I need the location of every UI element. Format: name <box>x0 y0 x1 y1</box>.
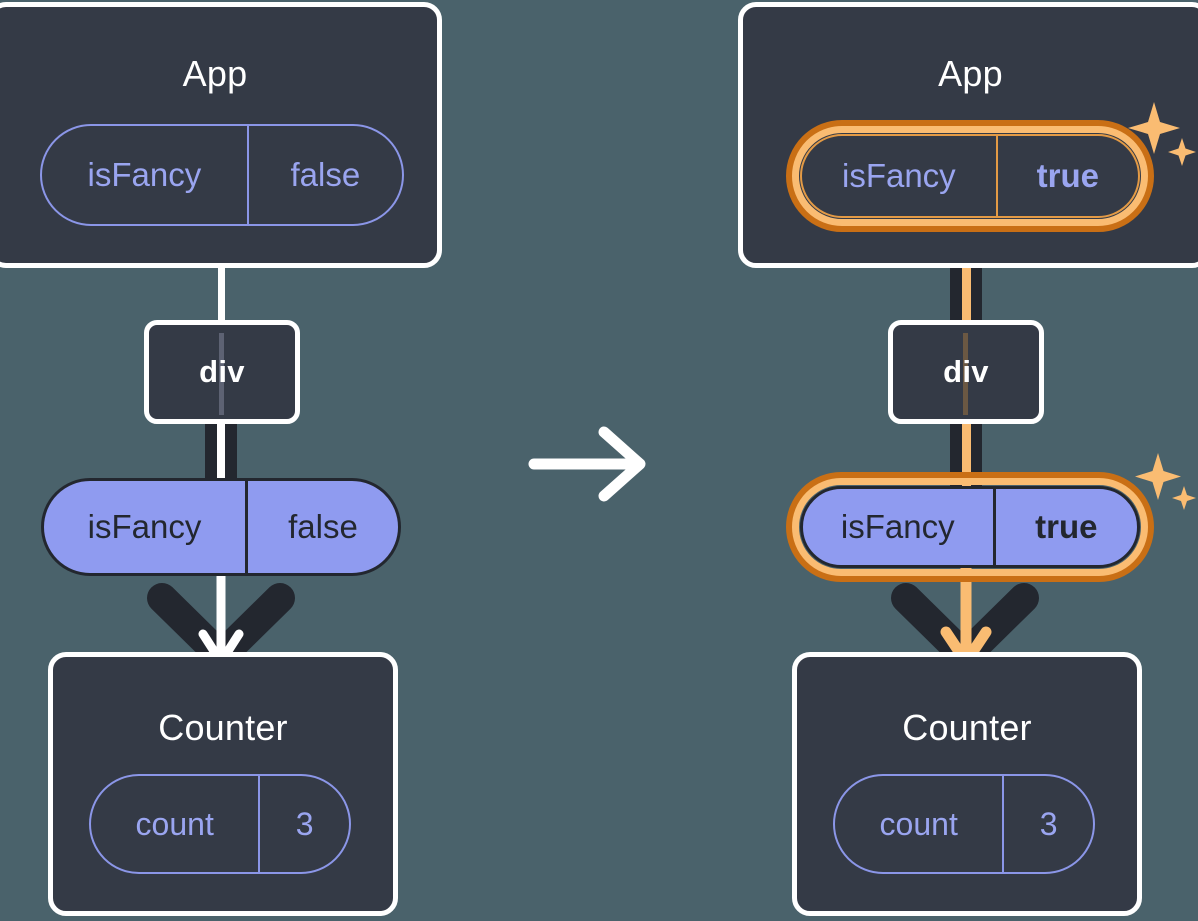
app-state-key-left: isFancy <box>42 126 249 224</box>
app-title-right: App <box>938 53 1003 94</box>
app-state-pill-right[interactable]: isFancy true <box>800 134 1140 218</box>
app-state-key-right: isFancy <box>802 136 998 216</box>
connector-div-to-prop-left-b <box>225 418 237 486</box>
prop-value-left: false <box>288 508 358 545</box>
counter-state-key-right: count <box>835 776 1005 872</box>
arrow-white-left <box>198 572 244 667</box>
connector-div-to-prop-left-center <box>217 418 225 486</box>
counter-state-value-left: 3 <box>295 805 314 842</box>
arrow-dark-right <box>891 583 1039 671</box>
div-passthrough-line-left <box>219 333 224 415</box>
counter-state-pill-left[interactable]: count 3 <box>89 774 351 874</box>
counter-state-key-left: count <box>91 776 261 872</box>
div-tag-label-left: div <box>199 354 245 389</box>
div-tag-label-right: div <box>943 354 989 389</box>
connector-div-to-prop-right-orange <box>962 420 971 486</box>
prop-key-left: isFancy <box>44 481 248 573</box>
counter-state-value-right: 3 <box>1039 805 1058 842</box>
connector-div-to-prop-left-a <box>205 418 217 486</box>
app-state-value-left: false <box>290 156 361 193</box>
arrow-dark-left <box>147 583 295 671</box>
prop-value-right: true <box>1035 508 1098 545</box>
connector-app-to-div-left <box>218 262 225 324</box>
app-state-value-right: true <box>1036 157 1100 194</box>
div-tag-box-right[interactable]: div <box>888 320 1044 424</box>
app-state-highlight-ring-right <box>786 120 1154 232</box>
sparkle-icon-prop-right <box>1135 453 1196 510</box>
div-tag-box-left[interactable]: div <box>144 320 300 424</box>
counter-state-pill-right[interactable]: count 3 <box>833 774 1095 874</box>
counter-title-left: Counter <box>158 707 288 748</box>
app-title-left: App <box>182 53 248 94</box>
arrow-right-icon <box>528 426 646 502</box>
prop-key-right: isFancy <box>803 489 996 565</box>
prop-pill-right[interactable]: isFancy true <box>800 486 1140 568</box>
prop-pill-left[interactable]: isFancy false <box>41 478 401 576</box>
connector-app-to-div-right-orange <box>962 210 971 326</box>
sparkle-icon-app-right <box>1128 102 1196 166</box>
counter-title-right: Counter <box>902 707 1032 748</box>
app-state-pill-left[interactable]: isFancy false <box>40 124 404 226</box>
div-passthrough-line-right <box>963 333 968 415</box>
